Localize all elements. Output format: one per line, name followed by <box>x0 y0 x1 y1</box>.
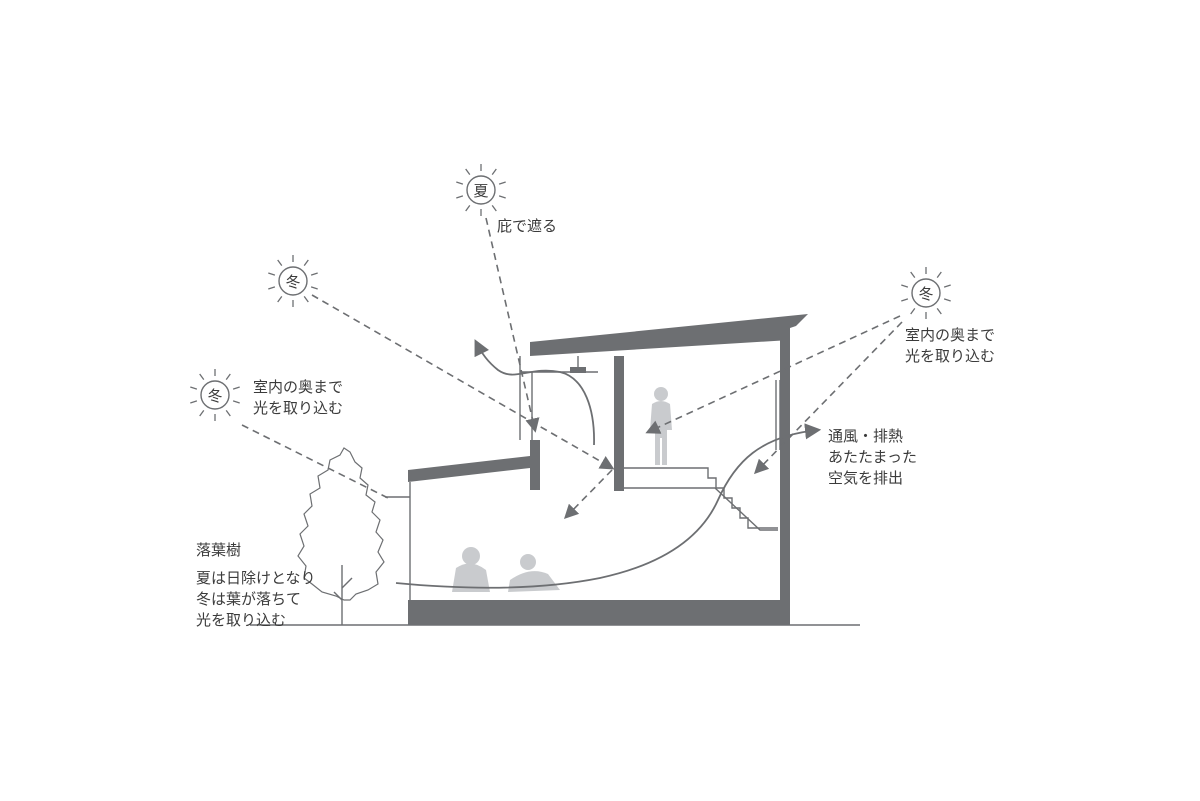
sun-ray <box>936 271 942 278</box>
sun-ray <box>190 386 198 390</box>
ventilation-line1: 通風・排熱 <box>828 427 903 445</box>
sun-ray <box>277 259 283 266</box>
sun-ray <box>901 298 909 302</box>
sun-ray <box>268 286 276 290</box>
winter-ray-upper-reflect <box>563 469 613 520</box>
sun-ray <box>498 195 506 199</box>
sun-ray <box>310 286 318 290</box>
wind-path-exhaust <box>474 339 595 446</box>
deciduous-tree-title: 落葉樹 <box>196 541 241 559</box>
sun-icon <box>466 175 496 205</box>
sun-ray <box>277 296 283 303</box>
staircase-underside <box>624 487 778 531</box>
sun-ray <box>225 410 231 417</box>
sun-ray <box>943 298 951 302</box>
deciduous-tree-line3: 光を取り込む <box>196 611 286 629</box>
eaves-shade-label: 庇で遮る <box>497 217 557 235</box>
winter-ray-right-upper <box>645 315 901 434</box>
upper-roof <box>530 314 808 356</box>
right-wall <box>780 330 790 625</box>
person-sitting <box>452 547 490 592</box>
lower-roof <box>408 456 530 482</box>
sun-winter-right-label: 冬 <box>918 285 933 303</box>
sun-winter-left-lower <box>190 369 240 421</box>
sun-ray <box>268 272 276 276</box>
sun-ray <box>303 259 309 266</box>
sun-ray <box>498 181 506 185</box>
sun-winter-left-upper <box>268 255 318 307</box>
winter-light-left-line2: 光を取り込む <box>253 399 343 417</box>
sun-ray <box>232 386 240 390</box>
sun-ray <box>456 195 464 199</box>
sun-ray <box>910 308 916 315</box>
sun-ray <box>225 373 231 380</box>
sun-ray <box>190 400 198 404</box>
sun-winter-left-lower-label: 冬 <box>207 387 222 405</box>
winter-ray-upper <box>311 294 615 470</box>
winter-light-right-line1: 室内の奥まで <box>905 326 995 344</box>
winter-light-right-line2: 光を取り込む <box>905 347 995 365</box>
sun-ray <box>943 284 951 288</box>
ceiling-fan <box>570 367 586 373</box>
sun-ray <box>910 271 916 278</box>
mid-wall-lower <box>530 440 540 490</box>
floor-slab <box>408 600 788 625</box>
sun-ray <box>310 272 318 276</box>
sun-icon <box>911 278 941 308</box>
staircase <box>700 467 778 529</box>
ventilation-line2: あたたまった <box>828 448 917 466</box>
interior-wall <box>614 356 624 491</box>
sun-ray <box>199 373 205 380</box>
sun-winter-right <box>901 267 951 319</box>
deciduous-tree-line2: 冬は葉が落ちて <box>196 590 301 608</box>
sun-winter-left-upper-label: 冬 <box>285 273 300 291</box>
sun-icon <box>278 266 308 296</box>
sun-summer-label: 夏 <box>473 182 488 200</box>
sun-ray <box>465 168 471 175</box>
sun-ray <box>303 296 309 303</box>
person-standing <box>650 387 672 465</box>
sun-ray <box>936 308 942 315</box>
winter-ray-lower <box>241 424 393 501</box>
winter-ray-right-lower <box>753 321 903 475</box>
sun-summer <box>456 164 506 216</box>
sun-ray <box>901 284 909 288</box>
sun-ray <box>199 410 205 417</box>
sun-ray <box>491 205 497 212</box>
sun-ray <box>456 181 464 185</box>
sun-ray <box>491 168 497 175</box>
sun-icon <box>200 380 230 410</box>
sun-ray <box>465 205 471 212</box>
wind-path-main <box>395 423 822 589</box>
ventilation-line3: 空気を排出 <box>828 469 903 487</box>
sun-ray <box>232 400 240 404</box>
deciduous-tree-line1: 夏は日除けとなり <box>196 569 316 587</box>
summer-ray <box>485 217 540 433</box>
winter-light-left-line1: 室内の奥まで <box>253 378 343 396</box>
